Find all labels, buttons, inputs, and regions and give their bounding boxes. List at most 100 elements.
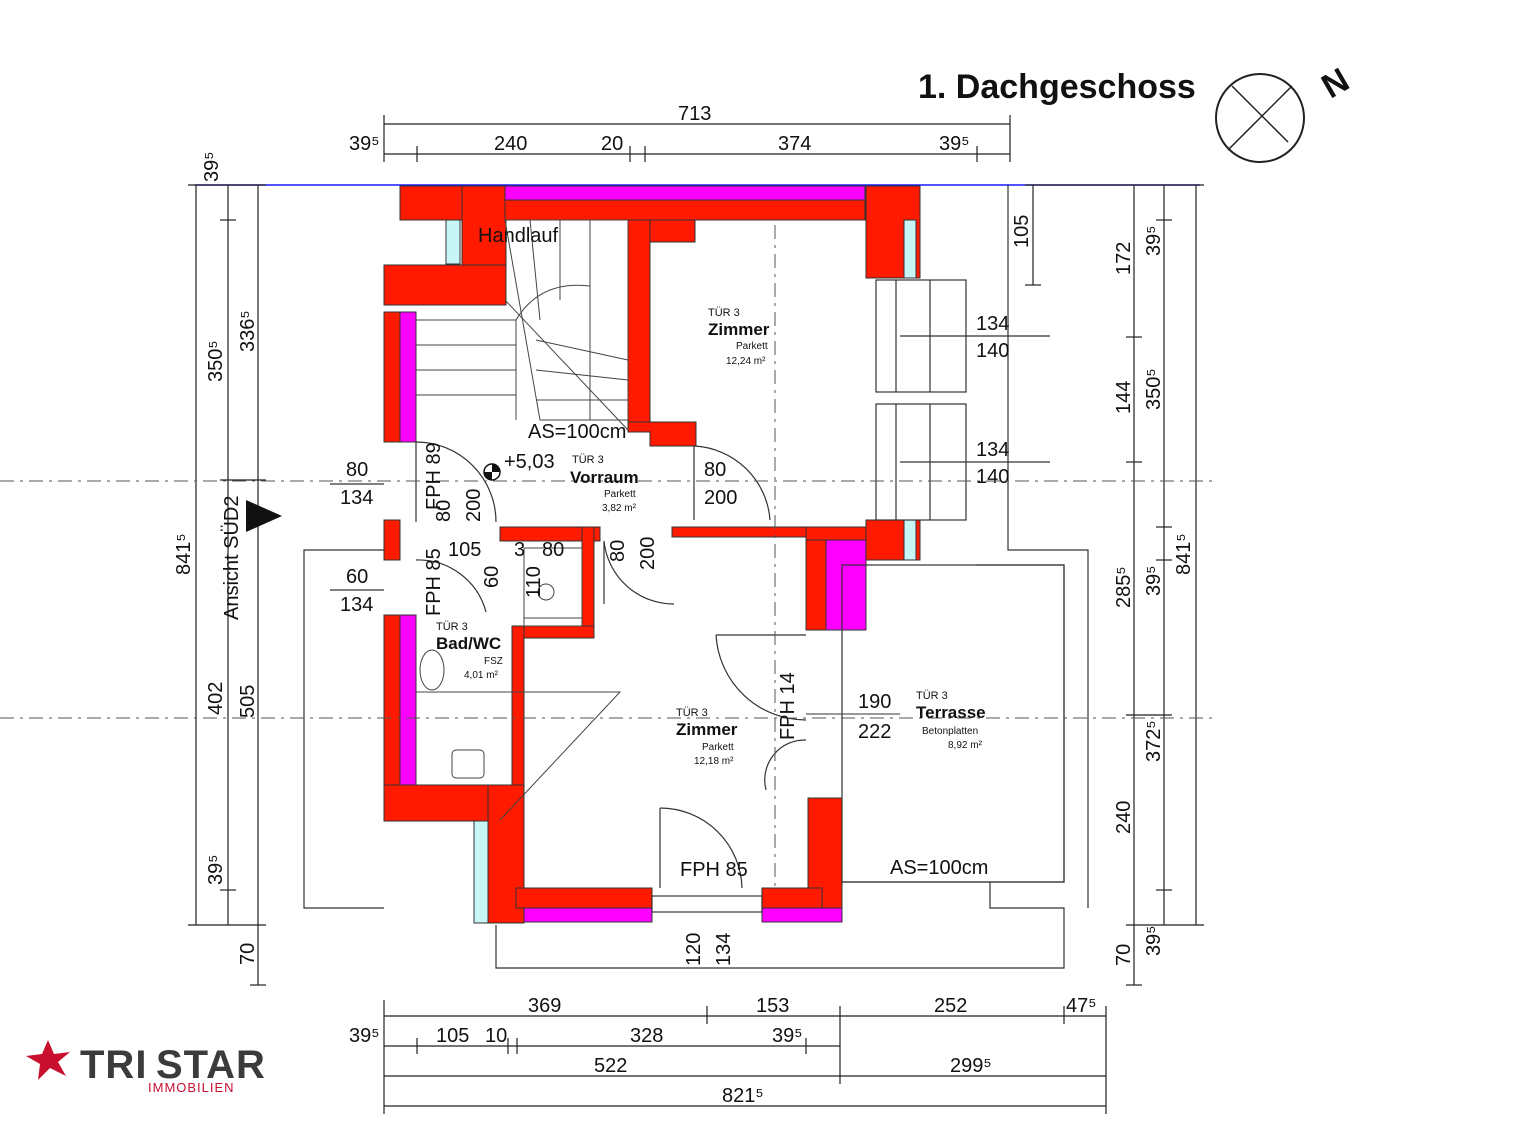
as-terrace-label: AS=100cm [890,857,988,879]
ansicht-arrow-icon [246,500,282,532]
dim-right-c: 350⁵ [1143,368,1165,410]
dim-bottom-r1-a: 369 [528,995,561,1017]
room-area: 8,92 m² [948,740,983,751]
terrace-area [841,564,1065,883]
window-2-height: 140 [976,466,1009,488]
room-floor: Parkett [736,341,768,352]
dim-bottom-r2-d: 328 [630,1025,663,1047]
dim-bottom-r2-e: 39⁵ [772,1025,803,1047]
window-1-width: 134 [976,313,1009,335]
dim-door-200a: 200 [463,489,485,522]
dim-door-200c: 200 [637,537,659,570]
dim-left-b: 350⁵ [205,340,227,382]
doors [415,441,807,913]
room-floor: Betonplatten [922,726,978,737]
level-marker-icon [483,463,501,481]
dim-top-total: 713 [678,103,711,125]
brand-light: STAR [156,1043,266,1087]
opening-1-height: 134 [340,487,373,509]
dim-right-f: 841⁵ [1173,533,1195,575]
ansicht-label: Ansicht SÜD2 [221,496,243,621]
dim-80d: 80 [542,539,564,561]
walls-magenta [399,185,867,923]
insulation [445,219,917,924]
dim-right-b: 144 [1113,381,1135,414]
room-name: Vorraum [570,468,639,487]
dim-bottom-r1-b: 153 [756,995,789,1017]
room-floor: FSZ [484,656,503,667]
room-name: Zimmer [676,720,738,739]
bathroom-fixtures [416,547,622,821]
dim-bottom-r2-c: 10 [485,1025,507,1047]
room-door-tag: TÜR 3 [676,707,708,719]
dim-door-200b: 200 [704,487,737,509]
room-name: Zimmer [708,320,770,339]
fph-14-label: FPH 14 [777,672,799,740]
dim-110: 110 [523,566,545,598]
brand-sub: IMMOBILIEN [148,1080,235,1095]
dim-left-f: 39⁵ [205,854,227,885]
dim-3: 3 [514,539,525,561]
room-door-tag: TÜR 3 [708,307,740,319]
window-openings [875,279,1050,521]
dim-left-c: 841⁵ [173,533,195,575]
dim-top-left-edge: 39⁵ [349,133,380,155]
north-arrow-icon: N [1215,61,1356,163]
dim-120: 120 [683,933,705,966]
brand-bold: TRI [80,1043,147,1087]
room-area: 3,82 m² [602,503,637,514]
dim-right-top-a: 105 [1011,215,1033,248]
room-label-vorraum: TÜR 3 Vorraum Parkett 3,82 m² [570,454,639,514]
dim-right-i: 39⁵ [1143,925,1165,956]
room-label-terrasse: TÜR 3 Terrasse Betonplatten 8,92 m² [916,690,986,751]
room-door-tag: TÜR 3 [572,454,604,466]
dim-door-80a: 80 [433,500,455,522]
axis-lines [0,225,1215,890]
dim-left-e: 505 [237,685,259,718]
fph-89-label: FPH 89 [423,442,445,510]
dimension-chain-right [1025,184,1204,986]
dim-top-right-edge: 39⁵ [939,133,970,155]
dimension-chain-top [383,115,1011,162]
room-floor: Parkett [702,742,734,753]
dim-right-j: 70 [1113,944,1135,966]
opening-1-width: 80 [346,459,368,481]
room-area: 12,18 m² [694,756,734,767]
dim-60: 60 [481,566,503,588]
dim-134: 134 [713,933,735,966]
dim-left-g: 70 [237,943,259,965]
dim-bottom-r2-b: 105 [436,1025,469,1047]
dim-bottom-total: 821⁵ [722,1085,764,1107]
tristar-logo: TRI STAR IMMOBILIEN [26,1040,266,1095]
dim-top-a: 240 [494,133,527,155]
dim-right-g: 372⁵ [1143,720,1165,762]
fph-85-left-label: FPH 85 [423,548,445,616]
dim-top-b: 20 [601,133,623,155]
dim-door-80c: 80 [607,540,629,562]
room-name: Bad/WC [436,634,501,653]
plan-title: 1. Dachgeschoss [918,68,1196,106]
staircase [416,219,629,431]
dim-right-h: 240 [1113,801,1135,834]
dimension-chain-left [188,184,266,986]
dim-left-a: 336⁵ [237,310,259,352]
dimension-chain-bottom [383,1000,1107,1114]
dim-bottom-r2-a: 39⁵ [349,1025,380,1047]
as-upper-label: AS=100cm [528,421,626,443]
room-floor: Parkett [604,489,636,500]
dim-right-top-b: 39⁵ [1143,225,1165,256]
room-label-bad-wc: TÜR 3 Bad/WC FSZ 4,01 m² [436,621,503,681]
room-label-zimmer-2: TÜR 3 Zimmer Parkett 12,18 m² [676,707,738,767]
dim-right-d: 285⁵ [1113,566,1135,608]
dim-bottom-r1-c: 252 [934,995,967,1017]
dim-top-c: 374 [778,133,811,155]
dim-bottom-r3-b: 299⁵ [950,1055,992,1077]
room-label-zimmer-1: TÜR 3 Zimmer Parkett 12,24 m² [708,307,770,367]
dim-222: 222 [858,721,891,743]
level-label: +5,03 [504,451,555,473]
dim-bottom-r1-d: 47⁵ [1066,995,1097,1017]
dim-right-e: 39⁵ [1143,565,1165,596]
dim-left-top: 39⁵ [201,151,223,182]
dim-bottom-r3-a: 522 [594,1055,627,1077]
